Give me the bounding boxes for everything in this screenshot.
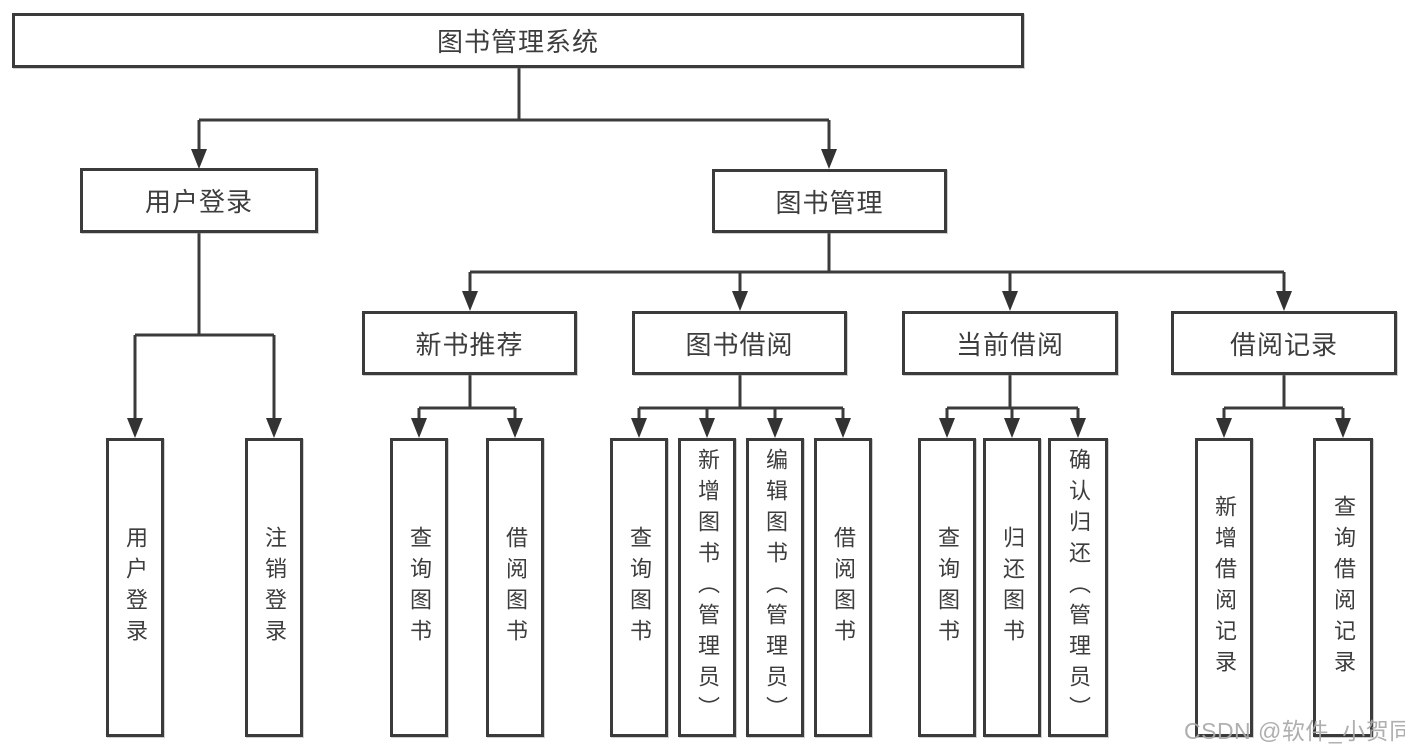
arrowhead-icons xyxy=(127,149,1351,438)
node-label: 用户登录 xyxy=(144,187,253,217)
leaf-label: 新增图书（管理员） xyxy=(695,448,720,727)
leaf-label: 注销登录 xyxy=(262,525,287,650)
leaf-label: 查询借阅记录 xyxy=(1331,494,1356,681)
leaf-label: 借阅图书 xyxy=(503,525,528,650)
node-label: 图书管理系统 xyxy=(436,27,599,57)
node-label: 新书推荐 xyxy=(415,329,524,360)
leaf-logout: 注销登录 xyxy=(245,438,303,737)
leaf-label: 查询图书 xyxy=(627,525,652,650)
leaf-label: 查询图书 xyxy=(935,525,960,650)
leaf-label: 编辑图书（管理员） xyxy=(763,448,788,727)
leaf-label: 确认归还（管理员） xyxy=(1066,448,1091,727)
leaf-label: 查询图书 xyxy=(407,525,432,650)
leaf-query-books-3: 查询图书 xyxy=(918,438,976,737)
leaf-label: 用户登录 xyxy=(123,525,148,650)
node-book-borrowing: 图书借阅 xyxy=(632,311,847,375)
node-current-borrowing: 当前借阅 xyxy=(902,311,1118,375)
node-new-book-recommend: 新书推荐 xyxy=(362,311,577,375)
csdn-watermark: CSDN @软件_小贺同学 xyxy=(1184,718,1405,744)
node-library-management-system: 图书管理系统 xyxy=(12,13,1024,68)
node-label: 借阅记录 xyxy=(1229,329,1338,360)
leaf-label: 借阅图书 xyxy=(831,525,856,650)
leaf-user-login: 用户登录 xyxy=(106,438,164,737)
node-user-login: 用户登录 xyxy=(80,168,318,233)
node-book-management: 图书管理 xyxy=(712,169,947,233)
leaf-label: 新增借阅记录 xyxy=(1212,494,1237,681)
leaf-query-books-2: 查询图书 xyxy=(610,438,668,737)
leaf-query-books-1: 查询图书 xyxy=(390,438,448,737)
node-label: 图书借阅 xyxy=(685,329,794,360)
leaf-query-borrow-record: 查询借阅记录 xyxy=(1313,438,1373,737)
leaf-confirm-return-admin: 确认归还（管理员） xyxy=(1048,438,1108,737)
leaf-edit-book-admin: 编辑图书（管理员） xyxy=(746,438,804,737)
leaf-borrow-books-2: 借阅图书 xyxy=(814,438,872,737)
leaf-borrow-books-1: 借阅图书 xyxy=(486,438,544,737)
leaf-label: 归还图书 xyxy=(1000,525,1025,650)
node-borrowing-records: 借阅记录 xyxy=(1171,311,1397,375)
node-label: 当前借阅 xyxy=(955,329,1064,360)
leaf-add-book-admin: 新增图书（管理员） xyxy=(678,438,736,737)
leaf-add-borrow-record: 新增借阅记录 xyxy=(1195,438,1253,737)
leaf-return-book: 归还图书 xyxy=(983,438,1041,737)
node-label: 图书管理 xyxy=(775,187,884,218)
